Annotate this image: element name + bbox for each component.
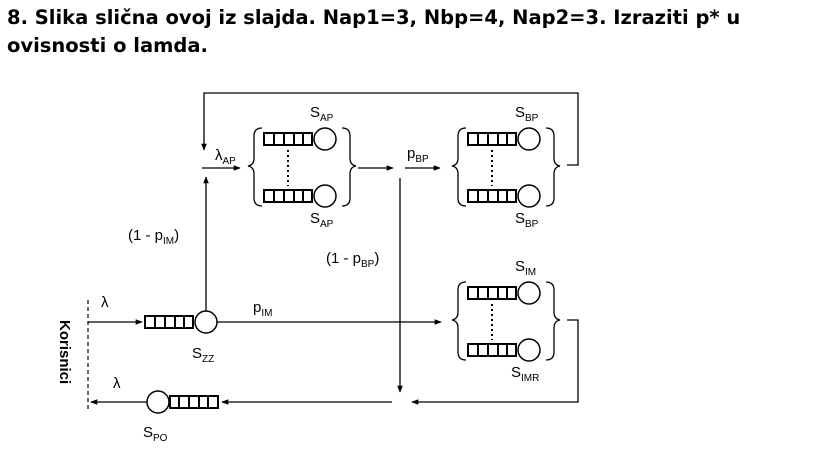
s-po-label: SPO: [143, 424, 168, 444]
p-im-label: pIM: [253, 299, 272, 319]
one-minus-pbp-label: (1 - pBP): [326, 250, 379, 270]
s-bp-top-label: SBP: [515, 104, 539, 124]
queue-spo: [146, 390, 219, 414]
s-zz-label: SZZ: [192, 345, 214, 365]
lambda-in-label: λ: [101, 294, 109, 311]
s-ap-top-label: SAP: [310, 104, 334, 124]
one-minus-pim-label: (1 - pIM): [128, 227, 179, 247]
question-title-line2: ovisnosti o lamda.: [7, 34, 208, 57]
lambda-out-label: λ: [113, 375, 121, 392]
s-im-label: SIM: [515, 258, 536, 278]
s-bp-bottom-label: SBP: [515, 210, 539, 230]
arrow-im-out: [411, 319, 579, 405]
p-bp-label: pBP: [407, 145, 429, 165]
arrow-feedback-bp-to-ap: [201, 92, 579, 166]
s-ap-bottom-label: SAP: [310, 210, 334, 230]
server-group-bp: [451, 127, 561, 208]
s-imr-label: SIMR: [511, 364, 539, 384]
server-group-ap: [247, 127, 357, 208]
question-title-line1: 8. Slika slična ovoj iz slajda. Nap1=3, …: [7, 6, 741, 29]
users-label: Korisnici: [56, 320, 73, 384]
question-title: 8. Slika slična ovoj iz slajda. Nap1=3, …: [7, 4, 825, 60]
queue-szz: [144, 310, 218, 334]
lambda-ap-label: λAP: [215, 147, 236, 167]
server-group-im: [451, 281, 561, 362]
